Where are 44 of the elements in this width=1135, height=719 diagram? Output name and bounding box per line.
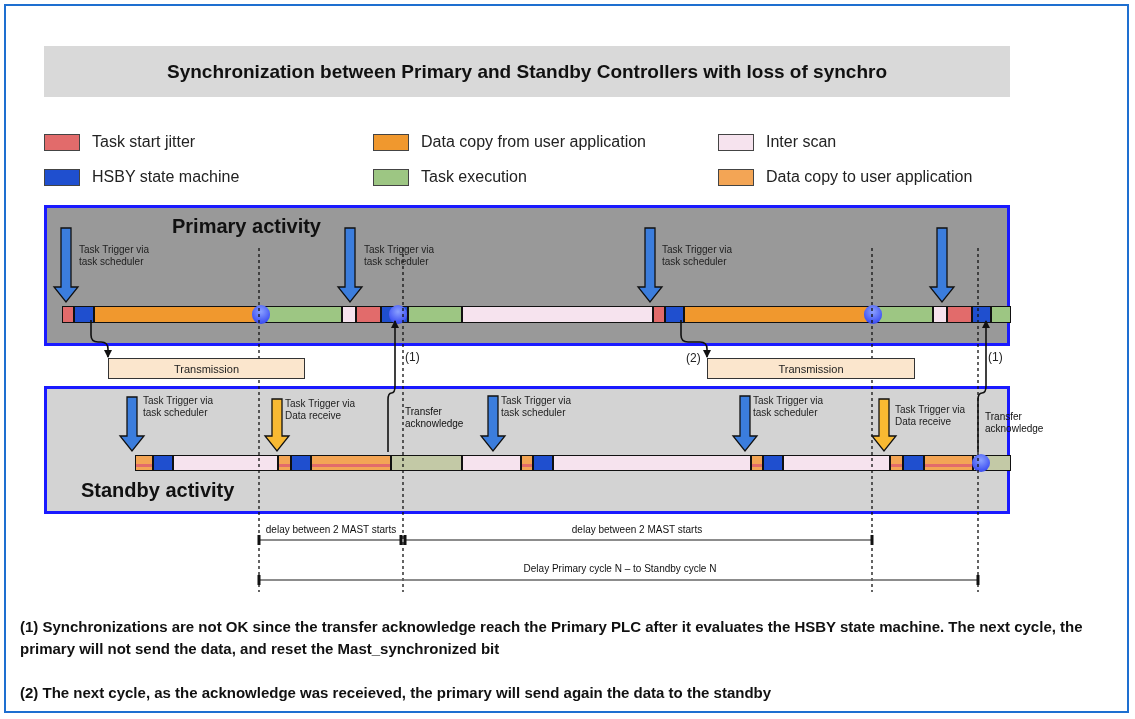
timeline-bar-drawing xyxy=(135,455,1012,471)
arrow xyxy=(90,319,112,358)
panel-title: Primary activity xyxy=(172,215,321,238)
footnote-text: (2) The next cycle, as the acknowledge was receieved, the primary will send again the data to the standby xyxy=(20,683,773,703)
edge-label: Task Trigger via task scheduler xyxy=(364,244,436,268)
dimension-label: delay between 2 MAST starts xyxy=(570,523,704,537)
edge-label: Task Trigger via Data receive xyxy=(895,404,967,428)
edge-label: Task Trigger via task scheduler xyxy=(79,244,151,268)
trigger-arrow xyxy=(731,395,759,453)
arrow xyxy=(680,319,711,358)
legend-label: Task start jitter xyxy=(92,133,196,151)
edge-label: Task Trigger via Data receive xyxy=(285,398,357,422)
edge-label: Task Trigger via task scheduler xyxy=(143,395,215,419)
edge-label: Task Trigger via task scheduler xyxy=(753,395,825,419)
edge-label: (2) xyxy=(686,352,702,364)
footnote-text: (1) Synchronizations are not OK since the transfer acknowledge reach the Primary PLC after it evaluates the HSBY state machine. The next cycle, the primary will not send the data, and reset the Mast_synchronized bit xyxy=(20,617,1084,659)
legend-label: HSBY state machine xyxy=(92,168,240,186)
legend-label: Task execution xyxy=(421,168,527,186)
trigger-arrow xyxy=(118,396,146,453)
transmission-box: Transmission xyxy=(707,358,915,379)
timeline-bar-drawing xyxy=(62,306,1012,323)
dimension-label: Delay Primary cycle N – to Standby cycle N xyxy=(522,563,718,575)
trigger-arrow xyxy=(870,398,898,453)
edge-label: (1) xyxy=(988,351,1004,363)
edge-label: (1) xyxy=(405,351,421,363)
legend-label: Inter scan xyxy=(766,133,837,151)
arrow xyxy=(977,320,990,453)
trigger-arrow xyxy=(636,227,664,304)
transmission-box: Transmission xyxy=(108,358,305,379)
panel-title: Standby activity xyxy=(81,479,235,502)
timeline-panel xyxy=(44,205,1010,346)
trigger-arrow xyxy=(928,227,956,304)
trigger-arrow xyxy=(263,398,291,453)
legend-label: Data copy to user application xyxy=(766,168,973,186)
trigger-arrow xyxy=(479,395,507,453)
dimension-label: delay between 2 MAST starts xyxy=(264,523,398,537)
edge-label: Task Trigger via task scheduler xyxy=(662,244,734,268)
title-banner: Synchronization between Primary and Standby Controllers with loss of synchro xyxy=(44,46,1010,97)
note-text: Transfer acknowledge xyxy=(405,406,465,430)
arrow xyxy=(387,320,399,453)
trigger-arrow xyxy=(336,227,364,304)
legend-label: Data copy from user application xyxy=(421,133,646,151)
trigger-arrow xyxy=(52,227,80,304)
edge-label: Task Trigger via task scheduler xyxy=(501,395,573,419)
